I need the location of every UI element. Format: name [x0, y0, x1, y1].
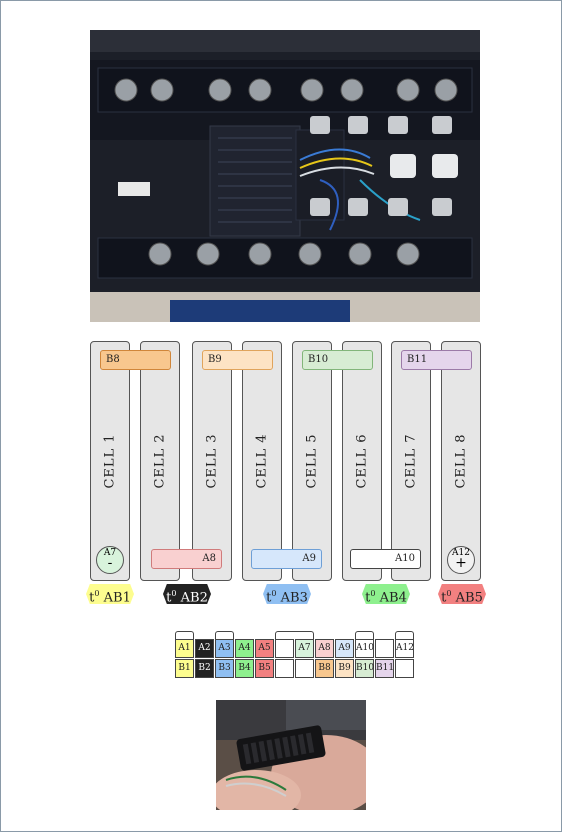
cell-label: CELL 8 [453, 433, 469, 489]
connector-pin: B2 [195, 659, 214, 678]
connector-photo [216, 700, 366, 810]
temp-sensor-ab1: t0 AB1 [86, 584, 134, 604]
terminal-label: A12 [452, 548, 470, 558]
busbar-a10: A10 [350, 549, 421, 569]
connector-pin: A5 [255, 639, 274, 658]
connector-pin: B1 [175, 659, 194, 678]
connector-pin: A4 [235, 639, 254, 658]
connector-pin: B8 [315, 659, 334, 678]
connector-pin: B3 [215, 659, 234, 678]
battery-module-photo [90, 30, 480, 322]
connector-latch-tab [215, 631, 234, 639]
connector-pin [275, 659, 294, 678]
connector-pin: B4 [235, 659, 254, 678]
connector-pin: A1 [175, 639, 194, 658]
temp-sensor-ab3: t0 AB3 [263, 584, 311, 604]
connector-pin: B5 [255, 659, 274, 678]
busbar-b10: B10 [302, 350, 373, 370]
cell-7: CELL 7 [391, 341, 431, 581]
cell-label: CELL 6 [354, 433, 370, 489]
cell-label: CELL 2 [152, 433, 168, 489]
cell-4: CELL 4 [242, 341, 282, 581]
plus-icon: + [455, 555, 467, 571]
cell-label: CELL 7 [403, 433, 419, 489]
cell-6: CELL 6 [342, 341, 382, 581]
busbar-b9: B9 [202, 350, 273, 370]
busbar-b8: B8 [100, 350, 171, 370]
temp-sensor-ab2: t0 AB2 [163, 584, 211, 604]
connector-pin: B11 [375, 659, 394, 678]
connector-pin: A10 [355, 639, 374, 658]
cell-8: CELL 8 [441, 341, 481, 581]
busbar-b11: B11 [401, 350, 472, 370]
cell-1: CELL 1 [90, 341, 130, 581]
cell-label: CELL 3 [204, 433, 220, 489]
connector-pin: B9 [335, 659, 354, 678]
connector-pin: A7 [295, 639, 314, 658]
cell-label: CELL 1 [102, 433, 118, 489]
terminal-label: A7 [103, 548, 117, 558]
busbar-a9: A9 [251, 549, 322, 569]
connector-pin [295, 659, 314, 678]
connector-pin: A2 [195, 639, 214, 658]
connector-latch-tab [395, 631, 414, 639]
connector-pin [375, 639, 394, 658]
minus-icon: - [107, 555, 113, 571]
connector-pin: A9 [335, 639, 354, 658]
cell-5: CELL 5 [292, 341, 332, 581]
connector-latch-tab [355, 631, 374, 639]
connector-pin: A8 [315, 639, 334, 658]
connector-latch-tab [175, 631, 194, 639]
cell-label: CELL 4 [254, 433, 270, 489]
connector-pin: A12 [395, 639, 414, 658]
connector-latch-tab [275, 631, 314, 639]
temp-sensor-ab5: t0 AB5 [438, 584, 486, 604]
connector-pin [395, 659, 414, 678]
negative-terminal: A7 - [96, 546, 124, 574]
connector-pin: A3 [215, 639, 234, 658]
cell-3: CELL 3 [192, 341, 232, 581]
temp-sensor-ab4: t0 AB4 [362, 584, 410, 604]
positive-terminal: A12 + [447, 546, 475, 574]
busbar-a8: A8 [151, 549, 222, 569]
connector-pin [275, 639, 294, 658]
cell-2: CELL 2 [140, 341, 180, 581]
cell-label: CELL 5 [304, 433, 320, 489]
connector-pin: B10 [355, 659, 374, 678]
